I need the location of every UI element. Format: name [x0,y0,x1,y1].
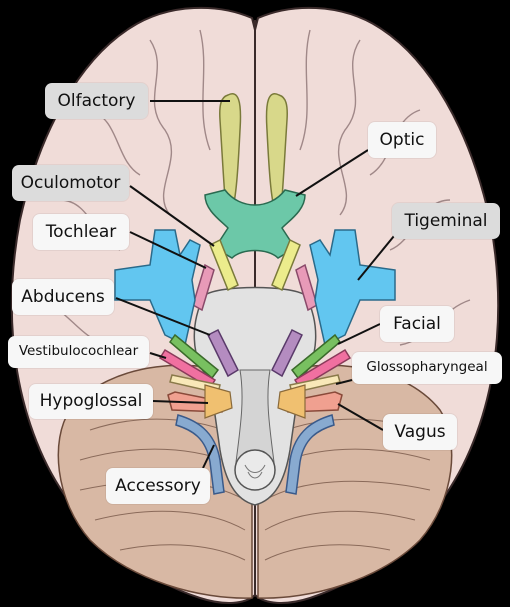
label-oculomotor: Oculomotor [12,165,129,201]
optic-nerve [204,189,306,259]
label-olfactory: Olfactory [45,83,148,119]
label-accessory: Accessory [106,468,210,504]
label-vagus: Vagus [383,414,457,450]
vestibulocochlear-nerve [158,348,352,390]
trochlear-nerve [192,263,318,312]
label-glossopharyngeal: Glossopharyngeal [352,352,502,384]
accessory-nerve [175,414,335,495]
label-facial: Facial [380,306,454,342]
trigeminal-nerve [114,229,396,347]
label-optic: Optic [368,122,436,158]
olfactory-nerve [219,93,288,211]
abducens-nerve [207,328,303,378]
label-trigeminal: Tigeminal [392,203,500,239]
vagus-nerve [204,384,306,419]
label-hypoglossal: Hypoglossal [29,384,153,419]
label-vestibulocochlear: Vestibulocochlear [8,336,149,368]
facial-nerve [168,333,342,380]
label-trochlear: Tochlear [33,214,129,250]
label-abducens: Abducens [12,279,114,315]
oculomotor-nerve [209,238,301,292]
leader-lines [115,100,395,469]
